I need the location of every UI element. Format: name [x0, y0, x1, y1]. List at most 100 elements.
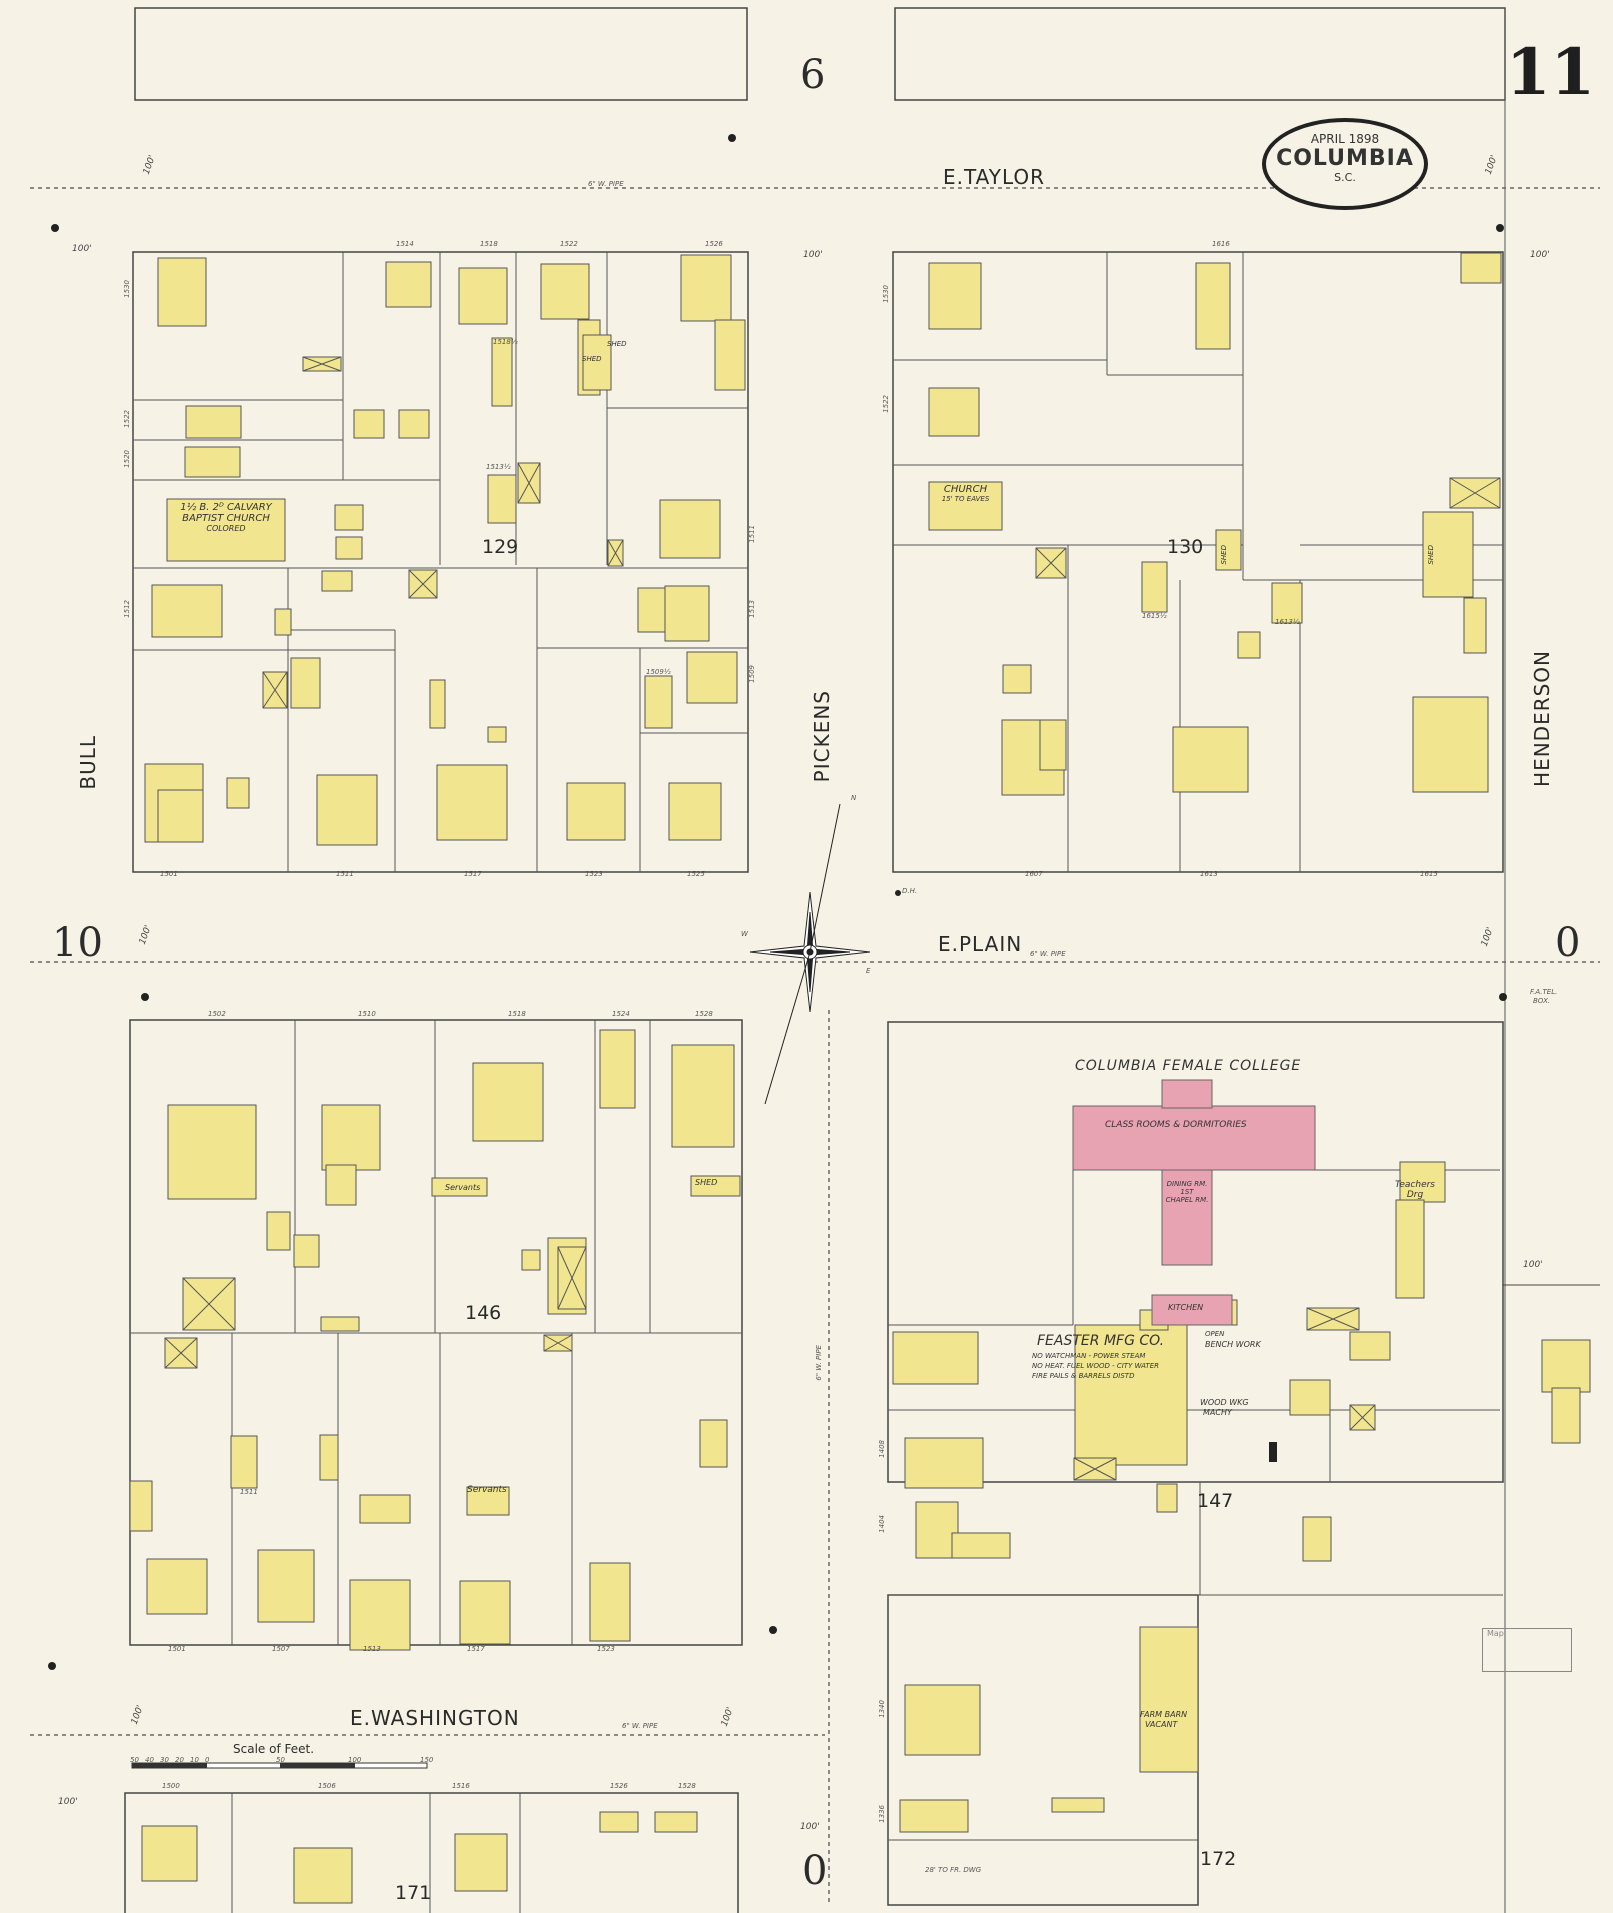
- addr: 1523: [597, 1645, 615, 1653]
- compass-rose-icon: [749, 803, 871, 1105]
- church-label-2: BAPTIST CHURCH: [182, 513, 270, 524]
- addr: 1615: [1420, 870, 1438, 878]
- street-bull: BULL: [76, 735, 100, 790]
- street-e-taylor: E.TAYLOR: [943, 165, 1046, 189]
- block-number-129: 129: [482, 536, 519, 558]
- fa-tel-2: BOX.: [1533, 997, 1551, 1005]
- servants-1: Servants: [445, 1183, 481, 1192]
- scale-tick: 30: [160, 1756, 169, 1764]
- block-number-172: 172: [1200, 1848, 1237, 1870]
- shed-4: SHED: [1220, 545, 1228, 565]
- boiler-icon: [1269, 1442, 1277, 1462]
- addr: 1522: [123, 410, 131, 428]
- block-130-outline: [892, 251, 1504, 873]
- addr: 1501: [160, 870, 178, 878]
- street-henderson: HENDERSON: [1530, 650, 1554, 787]
- scale-label: Scale of Feet.: [233, 1742, 315, 1756]
- addr: 1502: [208, 1010, 226, 1018]
- block-171-lot-lines: [231, 1793, 521, 1913]
- title-cartouche: APRIL 1898 COLUMBIA S.C.: [1262, 118, 1428, 210]
- addr: 1616: [1212, 240, 1230, 248]
- addr: 1518: [508, 1010, 526, 1018]
- adjacent-sheet-bottom: 0: [802, 1848, 828, 1894]
- fa-tel-1: F.A.TEL.: [1530, 988, 1558, 996]
- width-11: 100': [58, 1797, 78, 1807]
- addr: 1528: [695, 1010, 713, 1018]
- shed-5: SHED: [1427, 545, 1435, 565]
- mfg-wood-2: MACHY: [1203, 1408, 1232, 1417]
- scale-tick: 10: [190, 1756, 199, 1764]
- addr: 1526: [705, 240, 723, 248]
- dwellings: [129, 252, 1591, 1904]
- title-date: APRIL 1898: [1310, 132, 1380, 146]
- addr: 1528: [678, 1782, 696, 1790]
- title-state: S.C.: [1334, 171, 1356, 184]
- mfg-wood-1: WOOD WKG: [1200, 1398, 1249, 1407]
- compass-w: W: [741, 930, 748, 938]
- addr: 1511: [748, 525, 756, 543]
- scale-tick: 50: [130, 1756, 139, 1764]
- pipe-pickens: 6" W. PIPE: [815, 1345, 823, 1381]
- scale-tick: 100: [348, 1756, 362, 1764]
- dh-label: D.H.: [902, 887, 918, 895]
- addr: 1520: [123, 450, 131, 468]
- block-147-outline: [887, 1021, 1504, 1483]
- college-classrooms: CLASS ROOMS & DORMITORIES: [1105, 1120, 1247, 1130]
- addr: 1511: [240, 1488, 258, 1496]
- sheet-number: 11: [1506, 35, 1596, 110]
- adjacent-sheet-top: 6: [800, 52, 826, 98]
- addr: 1408: [878, 1440, 886, 1458]
- block-171-outline: [124, 1792, 739, 1913]
- addr: 1522: [560, 240, 578, 248]
- pipe-taylor: 6" W. PIPE: [588, 180, 624, 188]
- college-kitchen: KITCHEN: [1168, 1303, 1204, 1312]
- width-2: 100': [72, 244, 92, 254]
- width-3: 100': [803, 250, 823, 260]
- addr: 1514: [396, 240, 414, 248]
- block-number-147: 147: [1197, 1490, 1234, 1512]
- feet-note: 28' TO FR. DWG: [925, 1866, 982, 1874]
- scale-tick: 20: [175, 1756, 184, 1764]
- corner-markers: [48, 134, 1507, 1670]
- addr: 1513: [748, 600, 756, 618]
- block-146-lot-lines: [130, 1020, 742, 1645]
- title-city: COLUMBIA: [1276, 146, 1414, 171]
- addr: 1530: [123, 280, 131, 298]
- stamp-text: Map: [1487, 1629, 1504, 1638]
- street-e-washington: E.WASHINGTON: [350, 1706, 520, 1730]
- scale-tick: 50: [276, 1756, 285, 1764]
- addr: 1517: [467, 1645, 485, 1653]
- calvary-church: 1½ B. 2ᴰ CALVARY BAPTIST CHURCH COLORED: [167, 499, 285, 533]
- servants-2: Servants: [467, 1485, 507, 1495]
- addr: 1509: [748, 665, 756, 683]
- shed-2: SHED: [582, 355, 602, 363]
- adjacent-sheet-right: 0: [1555, 920, 1581, 966]
- scale-tick: 40: [145, 1756, 154, 1764]
- addr: 1516: [452, 1782, 470, 1790]
- addr: 1523: [585, 870, 603, 878]
- mfg-note-1: NO WATCHMAN - POWER STEAM: [1032, 1352, 1146, 1360]
- mfg-note-3: FIRE PAILS & BARRELS DISTD: [1032, 1372, 1135, 1380]
- church-130-label: CHURCH: [943, 484, 988, 495]
- width-12: 100': [800, 1822, 820, 1832]
- farm-barn-2: VACANT: [1145, 1720, 1178, 1729]
- addr: 1340: [878, 1700, 886, 1718]
- addr: 1522: [882, 395, 890, 413]
- pipe-washington: 6" W. PIPE: [622, 1722, 658, 1730]
- addr: 1525: [687, 870, 705, 878]
- mfg-bench-2: BENCH WORK: [1205, 1340, 1261, 1349]
- mfg-note-2: NO HEAT. FUEL WOOD - CITY WATER: [1032, 1362, 1159, 1370]
- block-number-171: 171: [395, 1882, 432, 1904]
- addr: 1336: [878, 1805, 886, 1823]
- addr: 1511: [336, 870, 354, 878]
- teachers-dmg: Teachers Drg: [1385, 1180, 1445, 1200]
- mfg-name: FEASTER MFG CO.: [1037, 1333, 1165, 1349]
- addr: 1613: [1200, 870, 1218, 878]
- street-pickens: PICKENS: [810, 690, 834, 783]
- farm-barn-1: FARM BARN: [1140, 1710, 1188, 1719]
- church-130: CHURCH 15' TO EAVES: [929, 484, 1002, 503]
- addr: 1615½: [1142, 612, 1167, 620]
- college-dining-2: CHAPEL RM.: [1165, 1196, 1209, 1204]
- college-dining-1: DINING RM. 1ST: [1166, 1180, 1208, 1196]
- college-dining: DINING RM. 1ST CHAPEL RM.: [1162, 1180, 1212, 1204]
